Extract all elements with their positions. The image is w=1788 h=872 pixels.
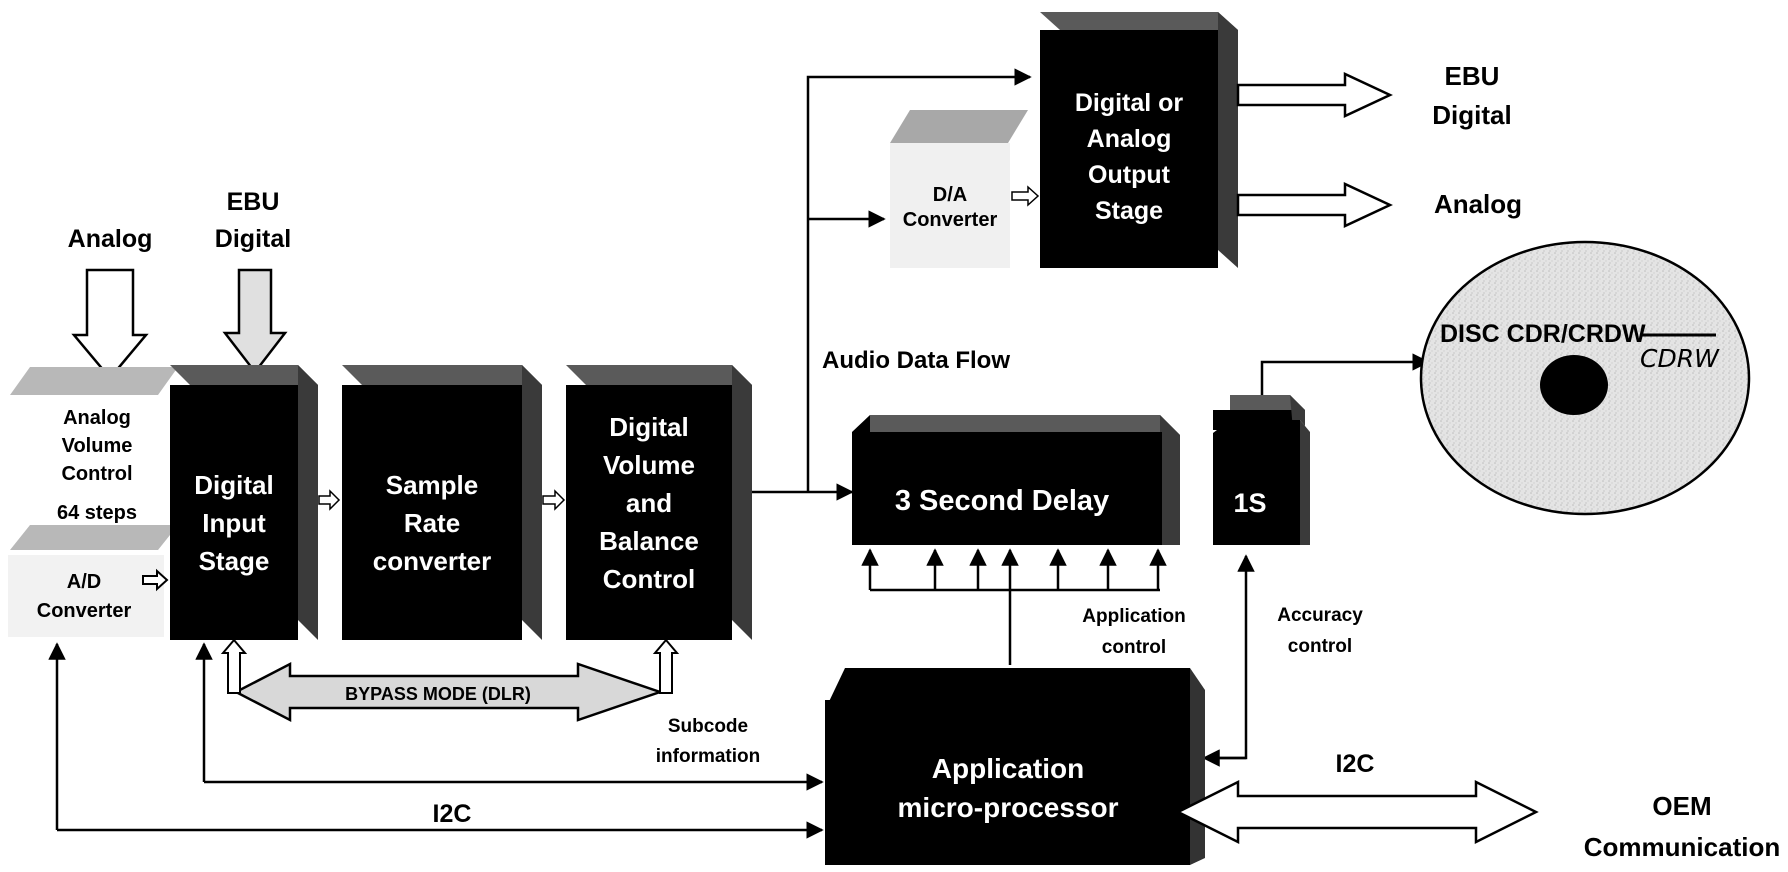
analog-volume-line4: 64 steps — [57, 502, 137, 524]
digital-volume-line4: Balance — [599, 526, 699, 556]
output-stage-line3: Output — [1088, 161, 1171, 189]
subcode-label-line2: information — [656, 746, 761, 767]
accuracy-control-wire — [1204, 554, 1255, 760]
digital-input-line1: Digital — [194, 470, 273, 500]
delay-tap-bus — [861, 548, 1167, 592]
src-to-volume-arrow-icon — [542, 489, 566, 511]
delay-label: 3 Second Delay — [895, 485, 1109, 517]
ad-to-input-arrow-icon — [142, 568, 169, 592]
ebu-input-arrow-icon — [222, 268, 288, 375]
analog-output-arrow-icon — [1236, 182, 1393, 228]
analog-input-arrow-icon — [71, 268, 149, 380]
analog-output-label: Analog — [1434, 189, 1522, 219]
disc-handwritten-label: CDRW — [1640, 344, 1720, 373]
digital-input-line2: Input — [202, 508, 266, 538]
oem-label-line1: OEM — [1652, 791, 1711, 821]
ebu-input-label-line2: Digital — [215, 225, 291, 253]
da-converter-line2: Converter — [903, 209, 998, 231]
ebu-output-label-line1: EBU — [1445, 61, 1500, 91]
audio-data-flow-label: Audio Data Flow — [822, 347, 1010, 374]
da-converter-line1: D/A — [933, 184, 967, 206]
digital-volume-line3: and — [626, 488, 672, 518]
three-second-delay: 3 Second Delay — [852, 415, 1180, 545]
subcode-label-line1: Subcode — [668, 716, 748, 737]
sample-rate-converter: Sample Rate converter — [342, 365, 542, 640]
sample-rate-line3: converter — [373, 546, 492, 576]
analog-volume-line3: Control — [61, 463, 132, 485]
one-second-block: 1S — [1213, 395, 1310, 545]
digital-volume-balance-control: Digital Volume and Balance Control — [566, 365, 752, 640]
output-stage-line2: Analog — [1087, 125, 1172, 153]
digital-volume-line2: Volume — [603, 450, 695, 480]
digital-volume-line5: Control — [603, 564, 695, 594]
to-disc-wire — [1260, 353, 1430, 395]
accuracy-label-line1: Accuracy — [1277, 605, 1363, 626]
da-to-output-arrow-icon — [1011, 185, 1040, 207]
ad-converter: A/D Converter — [8, 555, 164, 637]
ad-converter-line1: A/D — [67, 571, 101, 593]
ad-converter-line2: Converter — [37, 600, 132, 622]
ebu-output-arrow-icon — [1236, 72, 1393, 118]
analog-volume-control: Analog Volume Control 64 steps — [10, 367, 178, 550]
bypass-label: BYPASS MODE (DLR) — [345, 684, 531, 704]
flow-to-output-stage-wire — [806, 68, 1032, 492]
disc-label: DISC CDR/CRDW — [1440, 320, 1646, 348]
digital-volume-line1: Digital — [609, 412, 688, 442]
i2c-right-label: I2C — [1336, 750, 1375, 778]
micro-label-line2: micro-processor — [898, 792, 1119, 823]
app-control-label-line1: Application — [1082, 606, 1185, 627]
bypass-up-arrow-right-icon — [652, 638, 680, 694]
analog-volume-line1: Analog — [63, 407, 131, 429]
disc-hub-icon — [1540, 355, 1608, 415]
digital-input-stage: Digital Input Stage — [170, 365, 318, 640]
ebu-input-label-line1: EBU — [227, 188, 280, 216]
da-converter: D/A Converter — [890, 110, 1028, 268]
input-to-src-arrow-icon — [318, 489, 341, 511]
bypass-mode-arrow: BYPASS MODE (DLR) — [233, 661, 664, 723]
sample-rate-line2: Rate — [404, 508, 460, 538]
sample-rate-line1: Sample — [386, 470, 479, 500]
analog-input-label: Analog — [68, 225, 153, 253]
accuracy-label-line2: control — [1288, 636, 1352, 657]
bypass-up-arrow-left-icon — [220, 638, 248, 694]
application-microprocessor: Application micro-processor — [825, 668, 1205, 865]
output-stage-line1: Digital or — [1075, 89, 1184, 117]
oem-label-line2: Communication — [1584, 832, 1780, 862]
ebu-output-label-line2: Digital — [1432, 100, 1511, 130]
digital-input-line3: Stage — [199, 546, 270, 576]
disc: DISC CDR/CRDW CDRW — [1419, 240, 1751, 516]
output-stage: Digital or Analog Output Stage — [1040, 12, 1238, 268]
output-stage-line4: Stage — [1095, 197, 1163, 225]
micro-label-line1: Application — [932, 753, 1084, 784]
one-s-label: 1S — [1233, 488, 1266, 518]
app-control-label-line2: control — [1102, 637, 1166, 658]
analog-volume-line2: Volume — [62, 435, 133, 457]
i2c-left-label: I2C — [433, 800, 472, 828]
i2c-oem-double-arrow — [1175, 779, 1539, 845]
